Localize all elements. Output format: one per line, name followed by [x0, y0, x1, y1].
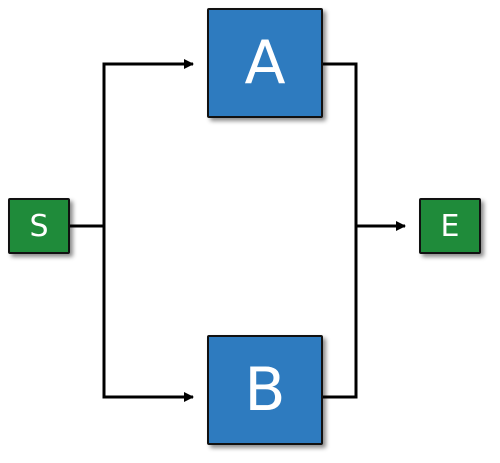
node-a: A	[207, 8, 323, 118]
start-node-label: S	[29, 208, 49, 244]
end-node-label: E	[440, 208, 460, 244]
start-node: S	[8, 198, 70, 254]
end-node: E	[419, 198, 481, 254]
node-b: B	[207, 335, 323, 445]
edge-split-to-a	[102, 59, 194, 226]
node-b-label: B	[244, 355, 286, 425]
edge-split-to-b	[102, 226, 194, 402]
edge-b-to-merge	[323, 226, 358, 399]
edge-a-to-merge	[323, 62, 358, 226]
node-a-label: A	[244, 28, 286, 98]
